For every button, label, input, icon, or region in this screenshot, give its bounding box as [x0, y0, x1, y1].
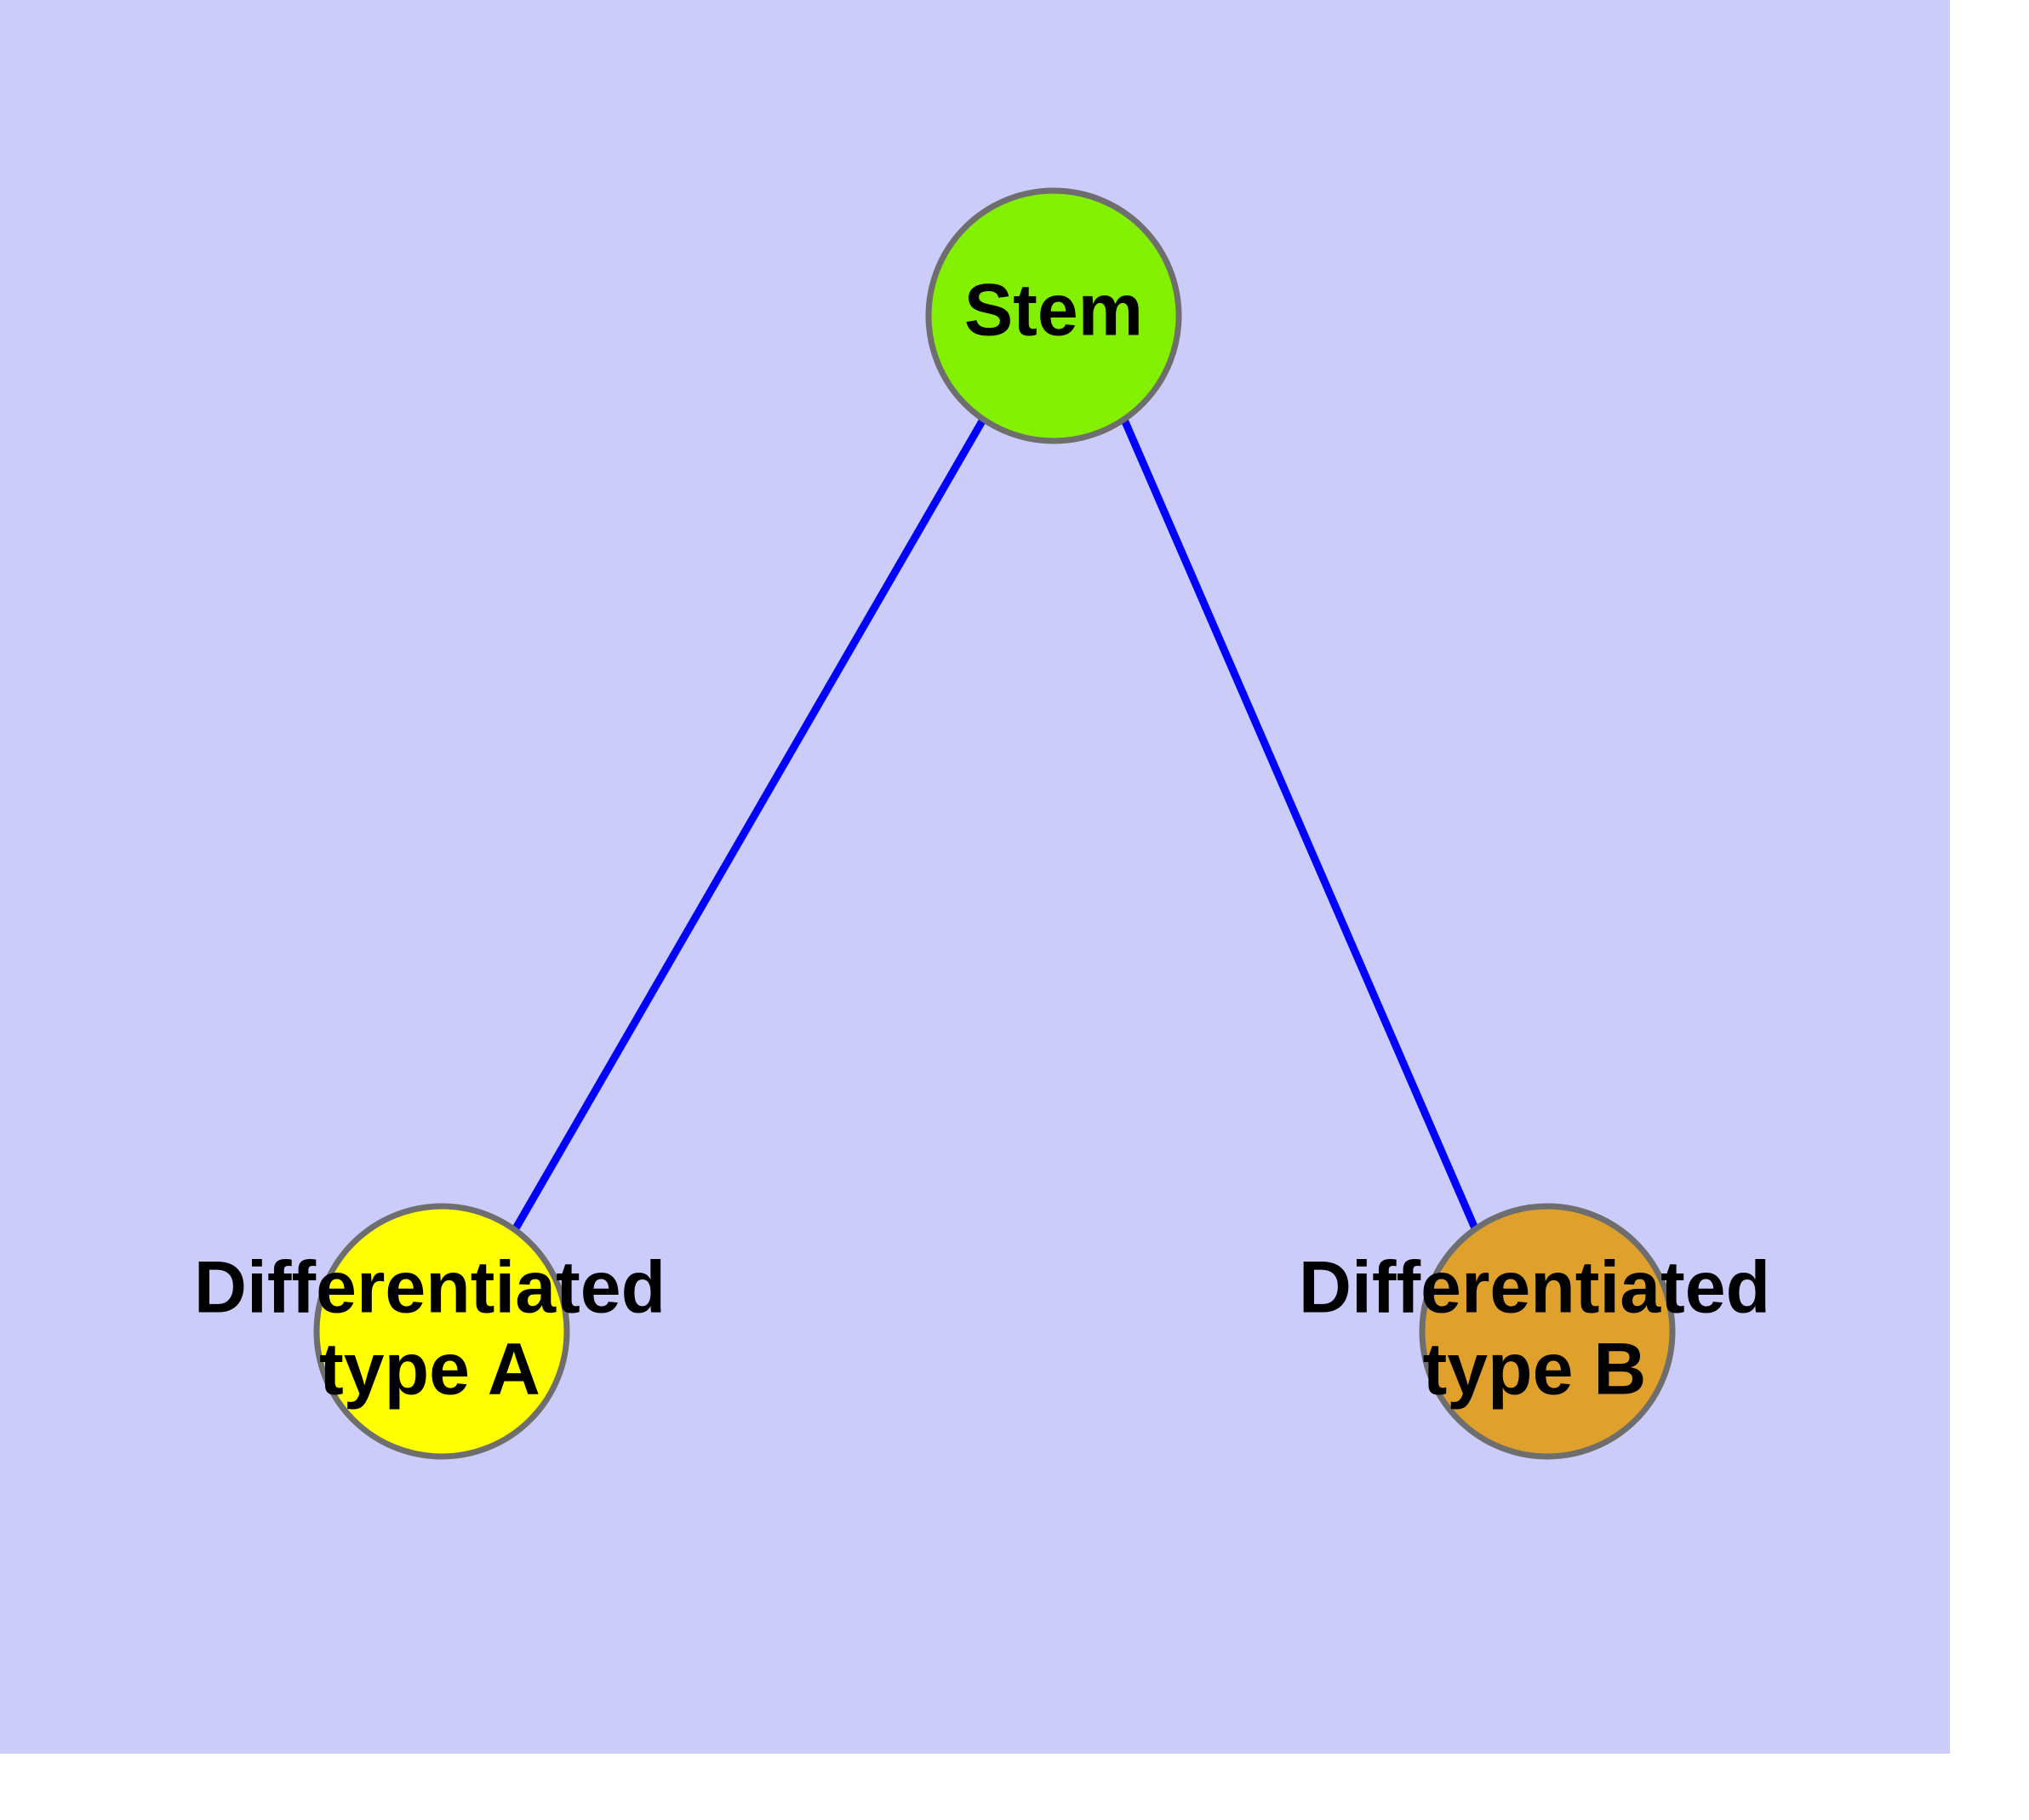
node-label-differentiated-type-a-line2: type A [319, 1329, 540, 1411]
node-label-differentiated-type-b-line2: type B [1423, 1329, 1647, 1411]
node-layer [313, 187, 1676, 1460]
node-label-stem: Stem [964, 270, 1143, 352]
label-layer: Stem Differentiated type A Differentiate… [194, 270, 1770, 1411]
node-stem[interactable] [925, 187, 1182, 444]
node-label-differentiated-type-b-line1: Differentiated [1299, 1247, 1770, 1329]
node-label-differentiated-type-a-line1: Differentiated [194, 1247, 666, 1329]
node-differentiated-type-a[interactable] [313, 1203, 570, 1460]
edge-stem-to-diff-a[interactable] [512, 417, 986, 1231]
node-differentiated-type-b[interactable] [1419, 1203, 1676, 1460]
edge-stem-to-diff-b[interactable] [1120, 418, 1479, 1230]
edge-layer [512, 417, 1479, 1231]
